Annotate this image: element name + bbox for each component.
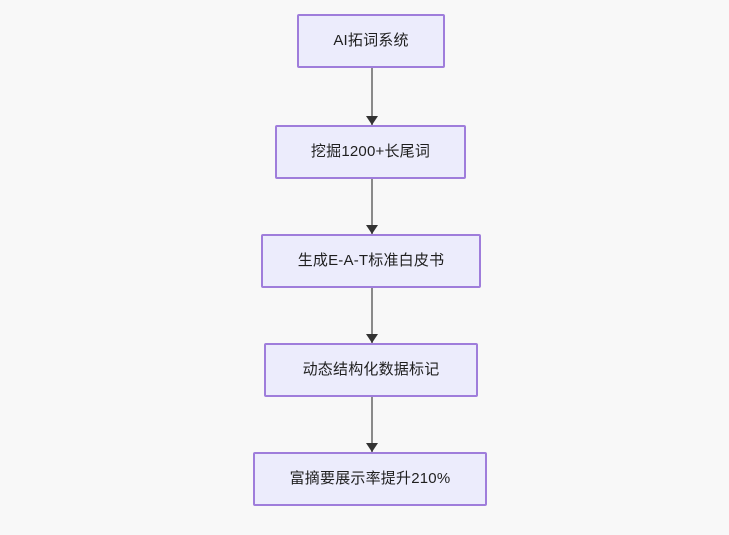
connector-line bbox=[371, 179, 373, 234]
flow-node-label: AI拓词系统 bbox=[333, 32, 409, 49]
flow-node-label: 生成E-A-T标准白皮书 bbox=[297, 252, 445, 269]
connector-line bbox=[371, 68, 373, 125]
arrowhead-icon bbox=[366, 334, 378, 343]
flow-node-2[interactable]: 挖掘1200+长尾词 bbox=[275, 125, 466, 179]
flow-node-4[interactable]: 动态结构化数据标记 bbox=[264, 343, 478, 397]
flow-node-1[interactable]: AI拓词系统 bbox=[297, 14, 445, 68]
arrowhead-icon bbox=[366, 116, 378, 125]
connector-line bbox=[371, 288, 373, 343]
flow-node-5[interactable]: 富摘要展示率提升210% bbox=[253, 452, 487, 506]
flow-node-3[interactable]: 生成E-A-T标准白皮书 bbox=[261, 234, 481, 288]
connector-line bbox=[371, 397, 373, 452]
flow-node-label: 挖掘1200+长尾词 bbox=[310, 143, 431, 160]
arrowhead-icon bbox=[366, 443, 378, 452]
arrowhead-icon bbox=[366, 225, 378, 234]
flow-node-label: 动态结构化数据标记 bbox=[302, 361, 440, 378]
flow-node-label: 富摘要展示率提升210% bbox=[289, 470, 451, 487]
